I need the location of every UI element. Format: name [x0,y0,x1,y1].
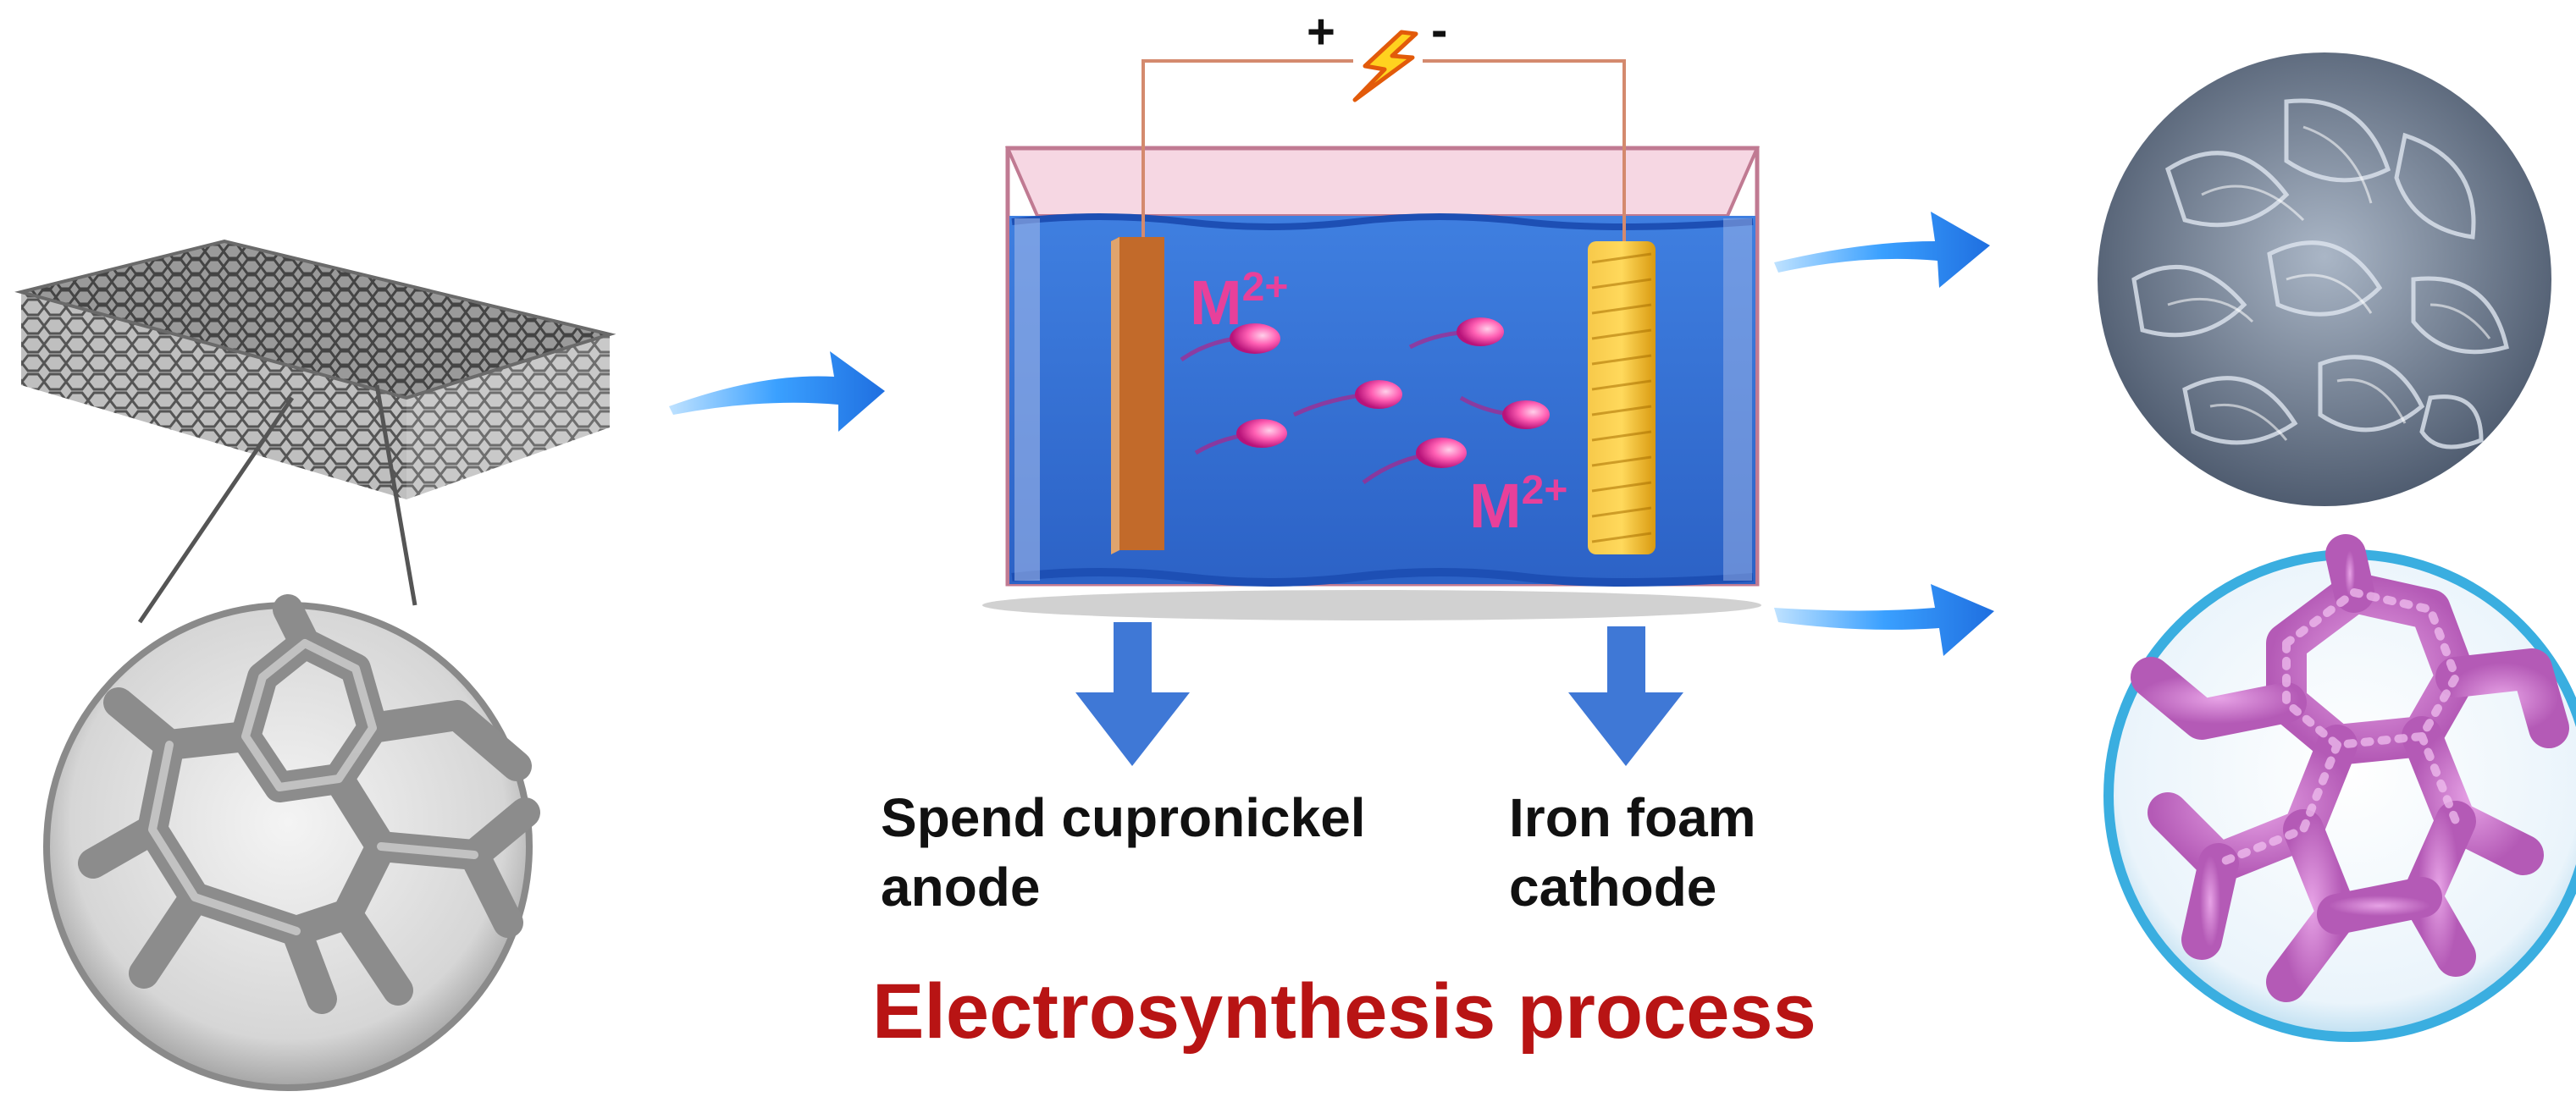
positive-terminal-symbol: + [1307,4,1335,59]
ion-symbol: M [1190,267,1242,338]
ion-particle [1180,323,1280,362]
ion-charge: 2+ [1241,265,1289,310]
anode-label: Spend cupronickel anode [881,787,1366,918]
ion-particle [1194,419,1287,455]
negative-terminal-symbol: - [1431,3,1448,58]
ion-particle [1362,438,1467,485]
porous-foam-block [14,239,616,499]
iron-foam-cathode [1588,241,1656,554]
down-arrow-cathode [1568,626,1683,766]
metal-ion-particles [1180,317,1550,485]
zoom-lines [137,384,417,624]
ion-charge: 2+ [1521,468,1568,513]
metal-ion-label: M2+ [1190,254,1288,337]
curved-arrow-right [669,351,885,432]
ion-particle [1459,395,1550,429]
ion-symbol: M [1469,471,1522,541]
cathode-label: Iron foam cathode [1509,787,1756,918]
process-title: Electrosynthesis process [872,968,1816,1055]
nanosheet-sem-image [2098,52,2551,506]
metal-ion-label: M2+ [1469,457,1567,540]
down-arrow-anode [1075,622,1190,766]
curved-arrow-lower [1774,584,1994,656]
ion-particle [1292,380,1402,417]
lightning-bolt-icon [1352,30,1418,102]
cupronickel-anode [1111,237,1164,554]
circuit-wires [1142,59,1626,241]
ion-particle [1408,317,1504,350]
foam-zoom-circle [43,594,540,1091]
coated-foam-zoom-circle [2103,534,2576,1042]
curved-arrow-upper [1774,212,1990,288]
